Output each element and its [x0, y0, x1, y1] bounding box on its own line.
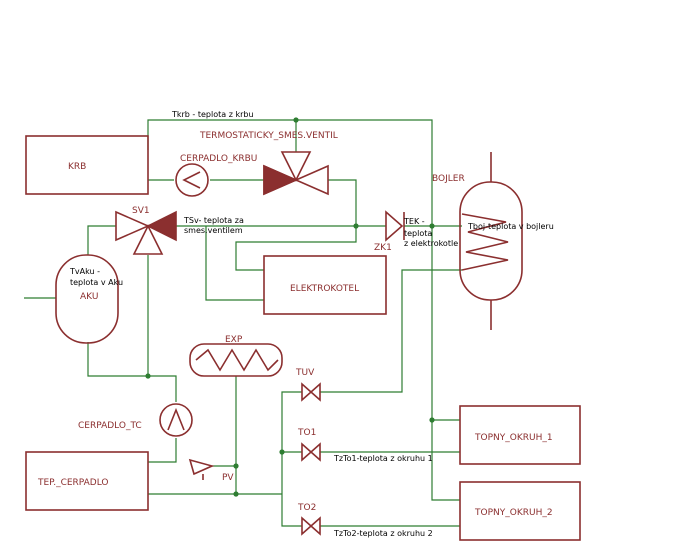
tuv-valve [301, 382, 321, 402]
to2-label: TO2 [297, 503, 316, 513]
sv1-bottom-triangle [132, 224, 164, 255]
wire-krb-top [147, 119, 460, 501]
tuv-label: TUV [295, 368, 315, 378]
tvaku-label-line2: teplota v Aku [70, 278, 123, 287]
junction-dot [429, 417, 435, 423]
tzto1-label: TzTo1-teplota z okruhu 1 [333, 454, 433, 463]
wire-elektrokotel-left [205, 226, 264, 301]
to2-valve [301, 516, 321, 536]
ventil-left-triangle-fill [263, 164, 298, 196]
tvaku-label-line1: TvAku - [69, 267, 100, 276]
junction-dot [145, 373, 151, 379]
krb-label: KRB [68, 162, 86, 172]
tkrb-label: Tkrb - teplota z krbu [171, 110, 254, 119]
pv-valve [188, 458, 215, 476]
to1-valve [301, 442, 321, 462]
tek-label-line1: TEK - [403, 217, 425, 226]
aku-label: AKU [80, 292, 98, 302]
cerpadlo-krbu-symbol [182, 171, 201, 189]
tek-label-line2: teplota [404, 229, 432, 238]
zk1-label: ZK1 [374, 243, 392, 253]
sv1-left-triangle [115, 210, 150, 242]
zk1-valve [385, 210, 404, 242]
bojler-coil [461, 213, 509, 271]
topny-okruh-1-label: TOPNY_OKRUH_1 [474, 433, 553, 443]
cerpadlo-tc-label: CERPADLO_TC [78, 421, 142, 431]
elektrokotel-label: ELEKTROKOTEL [290, 284, 359, 294]
to1-label: TO1 [297, 428, 316, 438]
pv-label: PV [222, 473, 234, 483]
cerpadlo-krbu-pump [175, 163, 209, 197]
junction-dot [293, 117, 299, 123]
junction-dot [353, 223, 359, 229]
bojler-tank [459, 181, 523, 301]
elektrokotel-box [263, 255, 387, 315]
cerpadlo-tc-symbol [167, 407, 185, 431]
wire-bojler-tuv [320, 269, 462, 393]
wires [24, 119, 462, 527]
tek-label-line3: z elektrokotle [404, 239, 458, 248]
exp-vessel [189, 343, 283, 377]
sv1-label: SV1 [132, 206, 150, 216]
cerpadlo-krbu-label: CERPADLO_KRBU [180, 154, 257, 164]
wire-aku-bottom [87, 342, 177, 402]
tsv-label-line1: TSv- teplota za [183, 216, 244, 225]
wire-pumptc-tc [148, 438, 177, 463]
exp-zigzag [195, 348, 279, 372]
wire-ventil-right [328, 179, 357, 226]
wire-manifold [281, 391, 302, 527]
aku-tank [55, 254, 119, 344]
junction-dots [145, 117, 435, 497]
wire-sv1-aku [87, 225, 116, 255]
junction-dot [233, 491, 239, 497]
tsv-label-line2: smes.ventilem [184, 226, 243, 235]
junction-dot [429, 223, 435, 229]
cerpadlo-tc-pump [159, 403, 193, 437]
wire-to-elektrokotel [235, 226, 357, 271]
ventil-right-triangle [294, 164, 329, 196]
krb-box [25, 135, 149, 195]
junction-dot [279, 449, 285, 455]
tboj-label: Tboj-teplota v bojleru [467, 222, 554, 231]
junction-dot [233, 463, 239, 469]
topny-okruh-1-box [459, 405, 581, 465]
sv1-right-triangle [146, 210, 177, 242]
bojler-label: BOJLER [432, 174, 465, 184]
tep-cerpadlo-box [25, 451, 149, 511]
topny-okruh-2-box [459, 481, 581, 541]
tep-cerpadlo-label: TEP._CERPADLO [37, 478, 109, 488]
ventil-top-triangle [280, 151, 312, 182]
exp-label: EXP [225, 335, 243, 345]
tzto2-label: TzTo2-teplota z okruhu 2 [333, 529, 433, 538]
ventil-label: TERMOSTATICKY_SMES.VENTIL [199, 131, 338, 141]
topny-okruh-2-label: TOPNY_OKRUH_2 [474, 508, 553, 518]
